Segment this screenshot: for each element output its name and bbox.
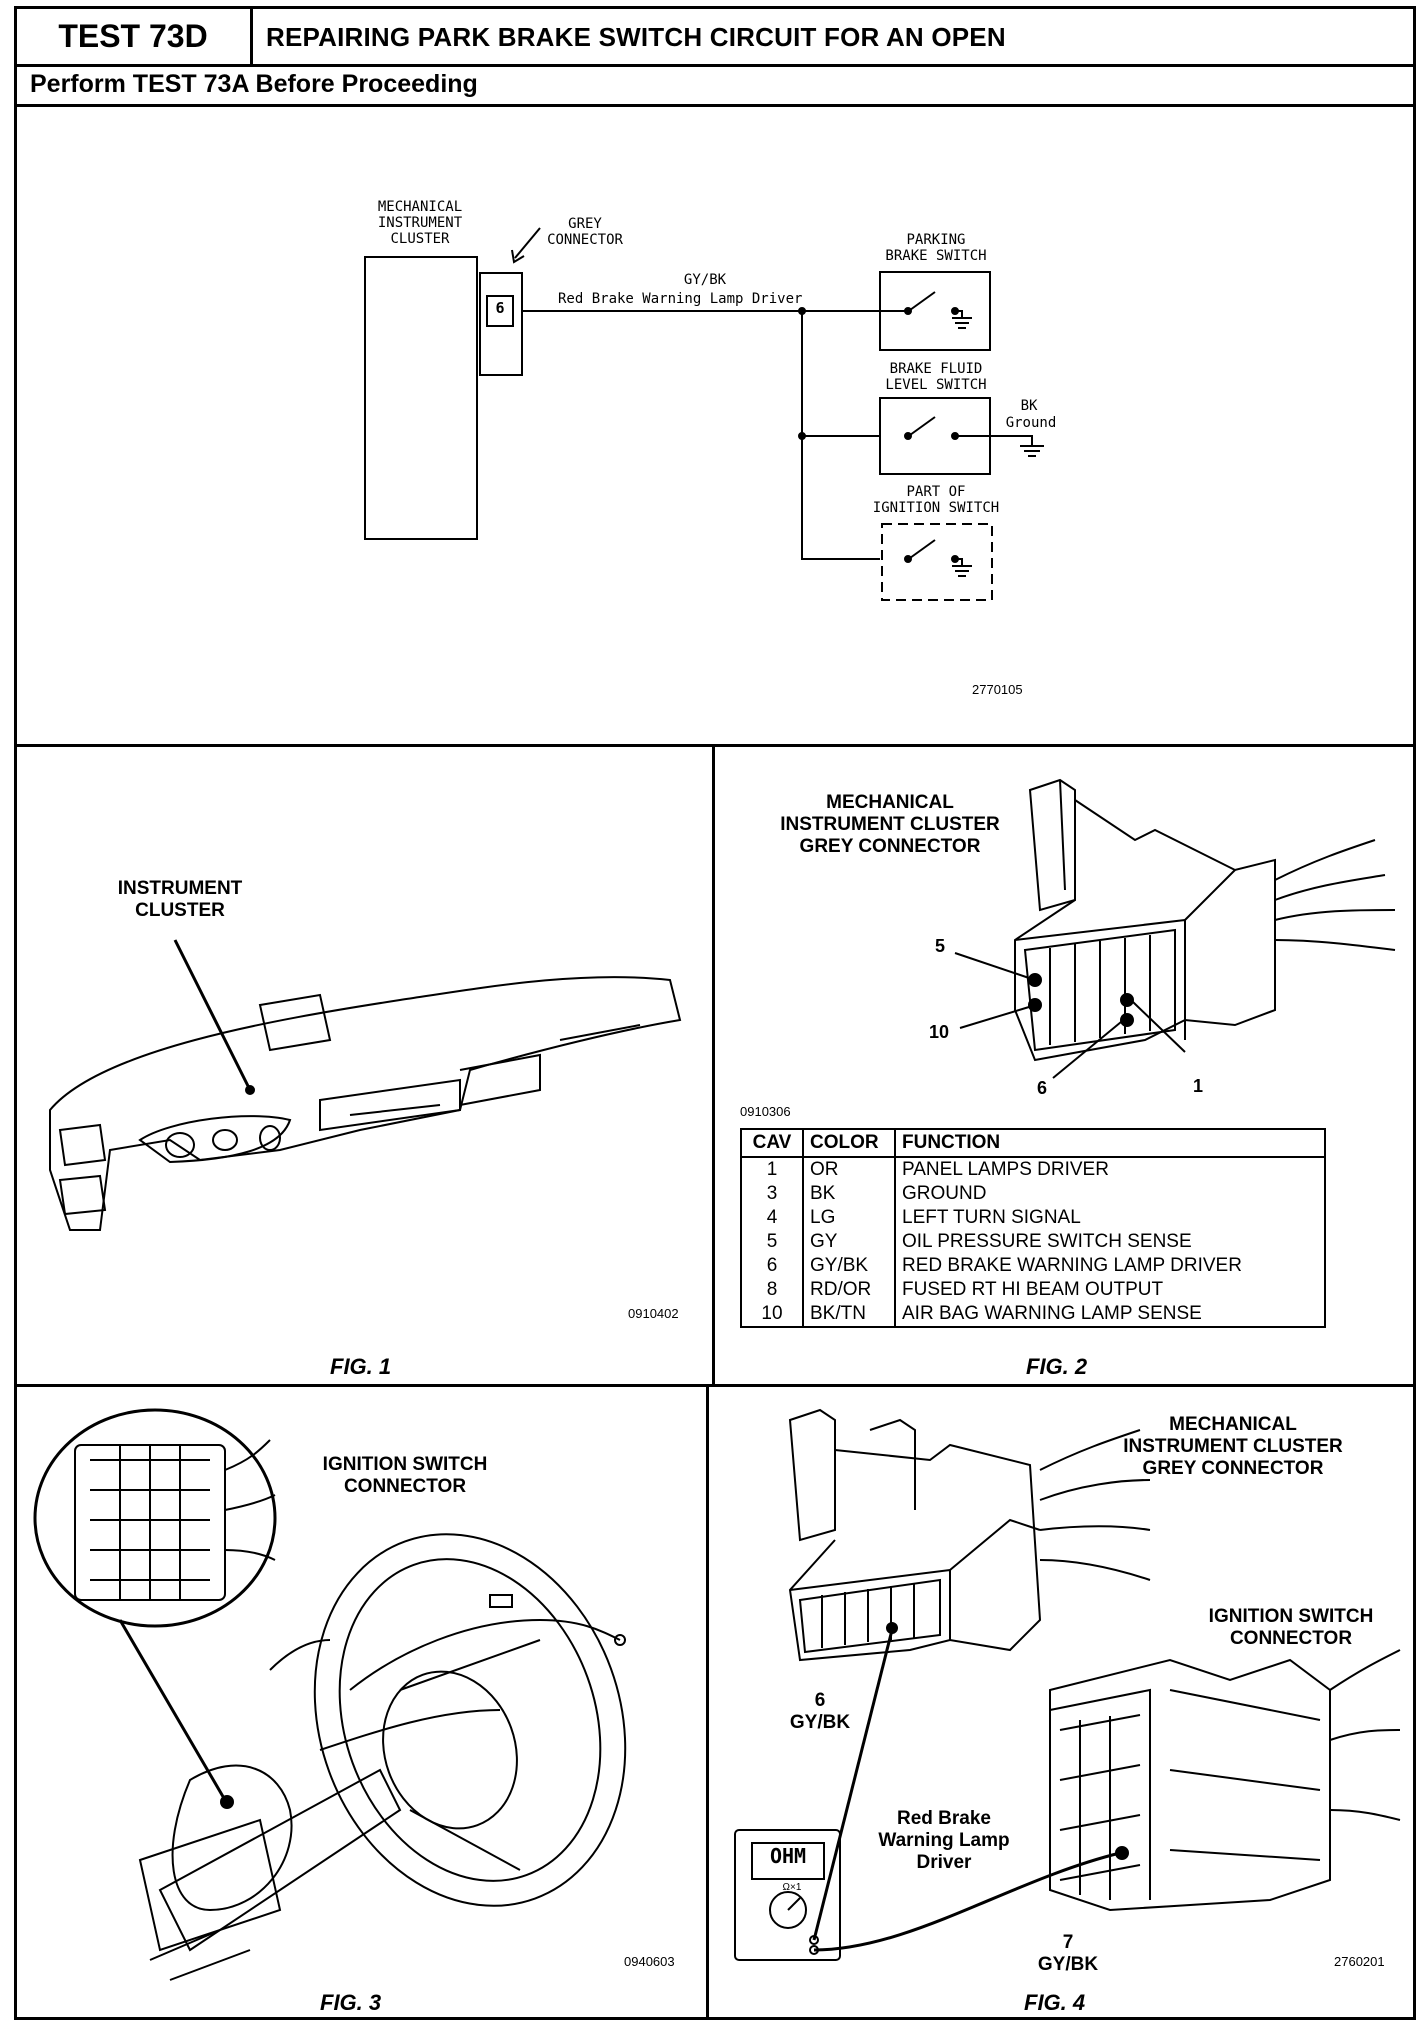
cluster-label: MECHANICAL INSTRUMENT CLUSTER	[377, 199, 463, 248]
page-border	[14, 6, 1416, 2020]
fig4-ohmmeter-test-drawing	[734, 1408, 1401, 1961]
column-header-color: COLOR	[803, 1129, 896, 1158]
fig4-pin-7-label: 7 GY/BK	[1037, 1932, 1099, 1975]
page-title: REPAIRING PARK BRAKE SWITCH CIRCUIT FOR …	[266, 22, 1006, 52]
fig4-circuit-label: Red Brake Warning Lamp Driver	[878, 1808, 1010, 1873]
fig4-caption: FIG. 4	[1024, 1990, 1086, 2015]
fig1-code: 0910402	[628, 1306, 679, 1321]
fig4-ignition-connector-label: IGNITION SWITCH CONNECTOR	[1208, 1606, 1374, 1649]
fig2-connector-label: MECHANICAL INSTRUMENT CLUSTER GREY CONNE…	[780, 792, 1000, 857]
fig4-cluster-connector-label: MECHANICAL INSTRUMENT CLUSTER GREY CONNE…	[1123, 1414, 1343, 1479]
column-divider-bottom	[706, 1384, 709, 2020]
middle-rule	[14, 1384, 1416, 1387]
fig2-pin-5: 5	[934, 936, 945, 956]
schematic-code: 2770105	[972, 682, 1023, 697]
schematic-bottom-rule	[14, 744, 1416, 747]
fig2-caption: FIG. 2	[1026, 1354, 1088, 1379]
dashboard-illustration	[49, 939, 682, 1231]
fig2-pin-1: 1	[1192, 1076, 1203, 1096]
ground-label: Ground	[1005, 415, 1057, 431]
grey-connector	[479, 272, 523, 376]
table-header-row: CAV COLOR FUNCTION	[741, 1129, 1325, 1158]
subtitle-rule	[14, 104, 1416, 107]
grey-connector-label: GREY CONNECTOR	[547, 216, 623, 249]
fig2-pin-10: 10	[928, 1022, 950, 1042]
parking-brake-switch-label: PARKING BRAKE SWITCH	[885, 232, 987, 265]
brake-fluid-switch-label: BRAKE FLUID LEVEL SWITCH	[885, 361, 987, 394]
fig4-code: 2760201	[1334, 1954, 1385, 1969]
test-id: TEST 73D	[58, 17, 208, 54]
steering-column-illustration	[33, 1408, 627, 1981]
fig4-pin-6-label: 6 GY/BK	[789, 1690, 851, 1733]
fig1-caption: FIG. 1	[330, 1354, 392, 1379]
fig2-code: 0910306	[740, 1104, 791, 1119]
wire-name: Red Brake Warning Lamp Driver	[558, 291, 803, 307]
ignition-switch-label: PART OF IGNITION SWITCH	[872, 484, 1000, 517]
ground-color: BK	[1020, 398, 1038, 414]
connector-pin: 6	[495, 299, 505, 317]
column-header-cav: CAV	[741, 1129, 804, 1158]
header-rule	[14, 64, 1416, 67]
schematic-diagram	[364, 227, 1044, 601]
fig2-pin-6: 6	[1036, 1078, 1047, 1098]
page-subtitle: Perform TEST 73A Before Proceeding	[30, 70, 478, 98]
fig3-code: 0940603	[624, 1954, 675, 1969]
fig3-ignition-connector-label: IGNITION SWITCH CONNECTOR	[322, 1454, 488, 1497]
column-divider-top	[712, 744, 715, 1387]
fig1-instrument-cluster-label: INSTRUMENT CLUSTER	[117, 878, 243, 921]
column-header-function: FUNCTION	[895, 1129, 1325, 1158]
header-divider	[250, 6, 253, 67]
cluster-box	[364, 256, 478, 540]
wire-color: GY/BK	[683, 272, 727, 288]
fig2-grey-connector-drawing	[954, 778, 1396, 1079]
fig4-meter-range: Ω×1	[782, 1882, 802, 1893]
fig3-caption: FIG. 3	[320, 1990, 382, 2015]
fig4-meter-display: OHM	[769, 1844, 807, 1868]
